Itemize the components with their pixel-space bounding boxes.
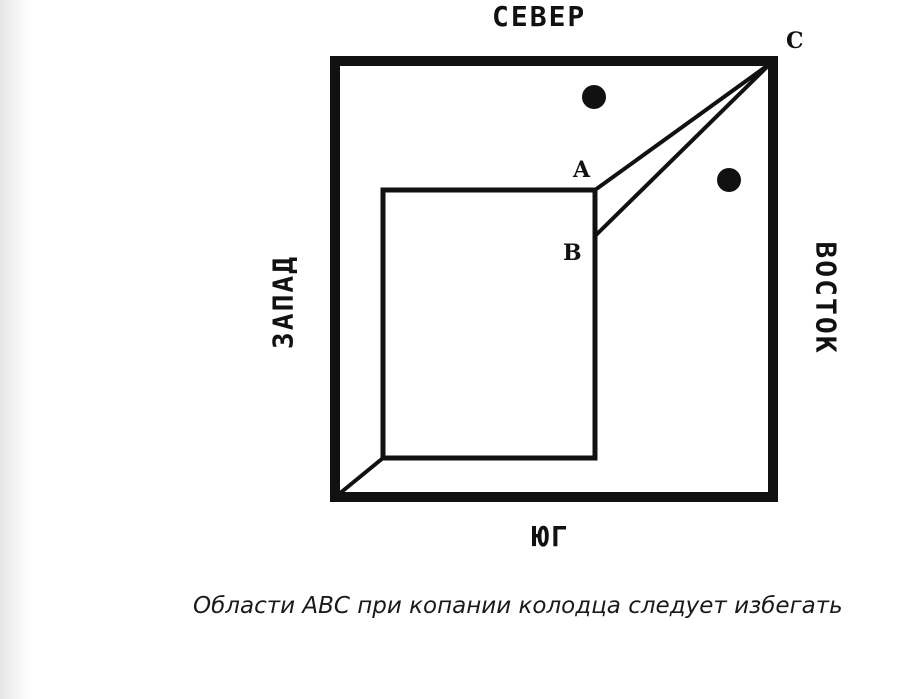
point-label-b: B — [563, 240, 582, 266]
line-b-to-c — [593, 61, 773, 238]
direction-label-south: ЮГ — [532, 520, 570, 553]
scan-edge-shading — [0, 0, 30, 699]
inner-house-square — [380, 187, 598, 461]
line-a-to-c — [593, 61, 773, 192]
corner-diagonal-line — [337, 456, 385, 496]
direction-label-west: ЗАПАД — [266, 254, 300, 350]
figure-caption: Области ABC при копании колодца следует … — [193, 593, 843, 619]
point-label-a: A — [573, 157, 591, 183]
direction-label-east: ВОСТОК — [809, 241, 843, 355]
outer-plot-boundary — [330, 56, 778, 502]
well-dot-north — [582, 85, 606, 109]
well-dot-east — [717, 168, 741, 192]
direction-label-north: СЕВЕР — [492, 0, 587, 33]
point-label-c: C — [786, 28, 804, 54]
